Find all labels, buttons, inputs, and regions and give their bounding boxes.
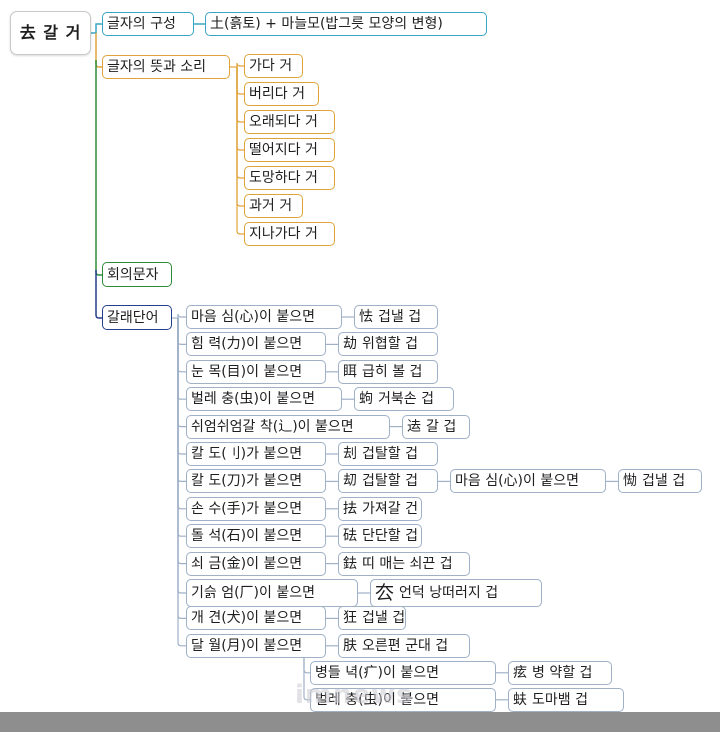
connector-line bbox=[236, 62, 244, 67]
hanja-reading: 언덕 낭떠러지 겁 bbox=[399, 585, 499, 601]
radical-node[interactable]: 병들 녁(疒)이 붙으면 bbox=[310, 660, 496, 685]
hanja-node[interactable]: 鉣 띠 매는 쇠끈 겁 bbox=[338, 551, 470, 576]
footer-band bbox=[0, 712, 720, 732]
radical-node[interactable]: 벌레 충(虫)이 붙으면 bbox=[186, 387, 342, 412]
derived-words-node[interactable]: 갈래단어 bbox=[102, 305, 172, 330]
hanja-char: 蚼 bbox=[359, 391, 373, 408]
formation-node[interactable]: 회의문자 bbox=[102, 262, 172, 287]
hanja-reading: 겁낼 겁 bbox=[642, 473, 686, 490]
hanja-char: 抾 bbox=[343, 500, 357, 517]
radical-node[interactable]: 달 월(月)이 붙으면 bbox=[186, 633, 326, 658]
hanja-reading: 띠 매는 쇠끈 겁 bbox=[362, 555, 453, 572]
hanja-char: 蚨 bbox=[513, 691, 527, 708]
connector-line bbox=[91, 23, 102, 34]
hanja-node[interactable]: 劫 위협할 겁 bbox=[338, 332, 438, 357]
meaning-item[interactable]: 지나가다 거 bbox=[244, 222, 335, 246]
hanja-node[interactable]: 㤼 겁낼 겁 bbox=[618, 469, 702, 494]
meaning-node[interactable]: 글자의 뜻과 소리 bbox=[102, 55, 230, 79]
hanja-char: 肤 bbox=[343, 637, 357, 654]
radical-node[interactable]: 손 수(手)가 붙으면 bbox=[186, 496, 326, 521]
meaning-item[interactable]: 버리다 거 bbox=[244, 82, 319, 106]
hanja-reading: 겁낼 겁 bbox=[362, 610, 406, 627]
meaning-item[interactable]: 도망하다 거 bbox=[244, 166, 335, 190]
hanja-node[interactable]: 蚨 도마뱀 겁 bbox=[508, 687, 624, 712]
hanja-char: 眲 bbox=[343, 363, 357, 380]
hanja-reading: 위협할 겁 bbox=[362, 336, 418, 353]
hanja-node[interactable]: 刧 겁탈할 겁 bbox=[338, 469, 438, 494]
radical-node[interactable]: 벌레 충(虫)이 붙으면 bbox=[310, 687, 496, 712]
radical-node[interactable]: 힘 력(力)이 붙으면 bbox=[186, 332, 326, 357]
hanja-reading: 겁탈할 겁 bbox=[362, 446, 418, 462]
hanja-node[interactable]: 怯 겁낼 겁 bbox=[354, 305, 438, 329]
radical-node[interactable]: 개 견(犬)이 붙으면 bbox=[186, 606, 326, 631]
hanja-node[interactable]: 肤 오른편 군대 겁 bbox=[338, 633, 470, 658]
hanja-char: 刦 bbox=[343, 446, 357, 462]
radical-node[interactable]: 눈 목(目)이 붙으면 bbox=[186, 359, 326, 384]
connector-line bbox=[177, 318, 186, 647]
connector-line bbox=[303, 645, 310, 701]
hanja-node[interactable]: 痃 병 약할 겁 bbox=[508, 660, 612, 685]
hanja-node[interactable]: 刦 겁탈할 겁 bbox=[338, 442, 438, 466]
hanja-char: 砝 bbox=[343, 528, 357, 545]
hanja-char: 怯 bbox=[359, 309, 373, 325]
meaning-item[interactable]: 떨어지다 거 bbox=[244, 138, 335, 162]
radical-node[interactable]: 칼 도(刀)가 붙으면 bbox=[186, 469, 326, 494]
hanja-reading: 가져갈 건 bbox=[362, 500, 418, 517]
hanja-reading: 단단할 겁 bbox=[362, 528, 418, 545]
connector-line bbox=[95, 270, 102, 319]
hanja-reading: 갈 겁 bbox=[426, 418, 457, 435]
hanja-char: 鉣 bbox=[343, 555, 357, 572]
hanja-node[interactable]: 眲 급히 볼 겁 bbox=[338, 359, 438, 384]
hanja-char: 刧 bbox=[343, 473, 357, 490]
connector-line bbox=[177, 313, 186, 318]
radical-node[interactable]: 기슭 엄(厂)이 붙으면 bbox=[186, 579, 358, 607]
hanja-node[interactable]: 抾 가져갈 건 bbox=[338, 496, 422, 521]
composition-node[interactable]: 글자의 구성 bbox=[102, 12, 194, 36]
meaning-item[interactable]: 과거 거 bbox=[244, 194, 303, 218]
hanja-reading: 도마뱀 겁 bbox=[532, 691, 588, 708]
radical-node[interactable]: 마음 심(心)이 붙으면 bbox=[186, 305, 342, 329]
watermark: imnews bbox=[295, 680, 413, 710]
meaning-item[interactable]: 오래되다 거 bbox=[244, 110, 335, 134]
composition-value-node[interactable]: 土(흙토) + 마늘모(밥그릇 모양의 변형) bbox=[205, 12, 487, 36]
hanja-node[interactable]: 狂 겁낼 겁 bbox=[338, 606, 406, 631]
hanja-node[interactable]: 砝 단단할 겁 bbox=[338, 524, 422, 549]
hanja-node[interactable]: 蚼 거북손 겁 bbox=[354, 387, 454, 412]
hanja-char: 迲 bbox=[407, 418, 421, 435]
connector-line bbox=[236, 67, 244, 235]
hanja-char: 痃 bbox=[513, 664, 527, 681]
hanja-reading: 겁낼 겁 bbox=[378, 309, 422, 325]
hanja-char: 劫 bbox=[343, 336, 357, 353]
meaning-item[interactable]: 가다 거 bbox=[244, 54, 303, 78]
hanja-char: 狂 bbox=[343, 610, 357, 627]
radical-node[interactable]: 칼 도(刂)가 붙으면 bbox=[186, 442, 326, 466]
hanja-char: 㤼 bbox=[623, 473, 637, 490]
hanja-reading: 거북손 겁 bbox=[378, 391, 434, 408]
hanja-char: 厺 bbox=[375, 582, 395, 604]
root-node[interactable]: 去 갈 거 bbox=[10, 11, 91, 55]
hanja-reading: 병 약할 겁 bbox=[532, 664, 593, 681]
hanja-reading: 급히 볼 겁 bbox=[362, 363, 423, 380]
radical-node[interactable]: 마음 심(心)이 붙으면 bbox=[450, 469, 606, 494]
radical-node[interactable]: 돌 석(石)이 붙으면 bbox=[186, 524, 326, 549]
hanja-reading: 겁탈할 겁 bbox=[362, 473, 418, 490]
hanja-reading: 오른편 군대 겁 bbox=[362, 637, 449, 654]
radical-node[interactable]: 쉬엄쉬엄갈 착(辶)이 붙으면 bbox=[186, 414, 390, 439]
radical-node[interactable]: 쇠 금(金)이 붙으면 bbox=[186, 551, 326, 576]
